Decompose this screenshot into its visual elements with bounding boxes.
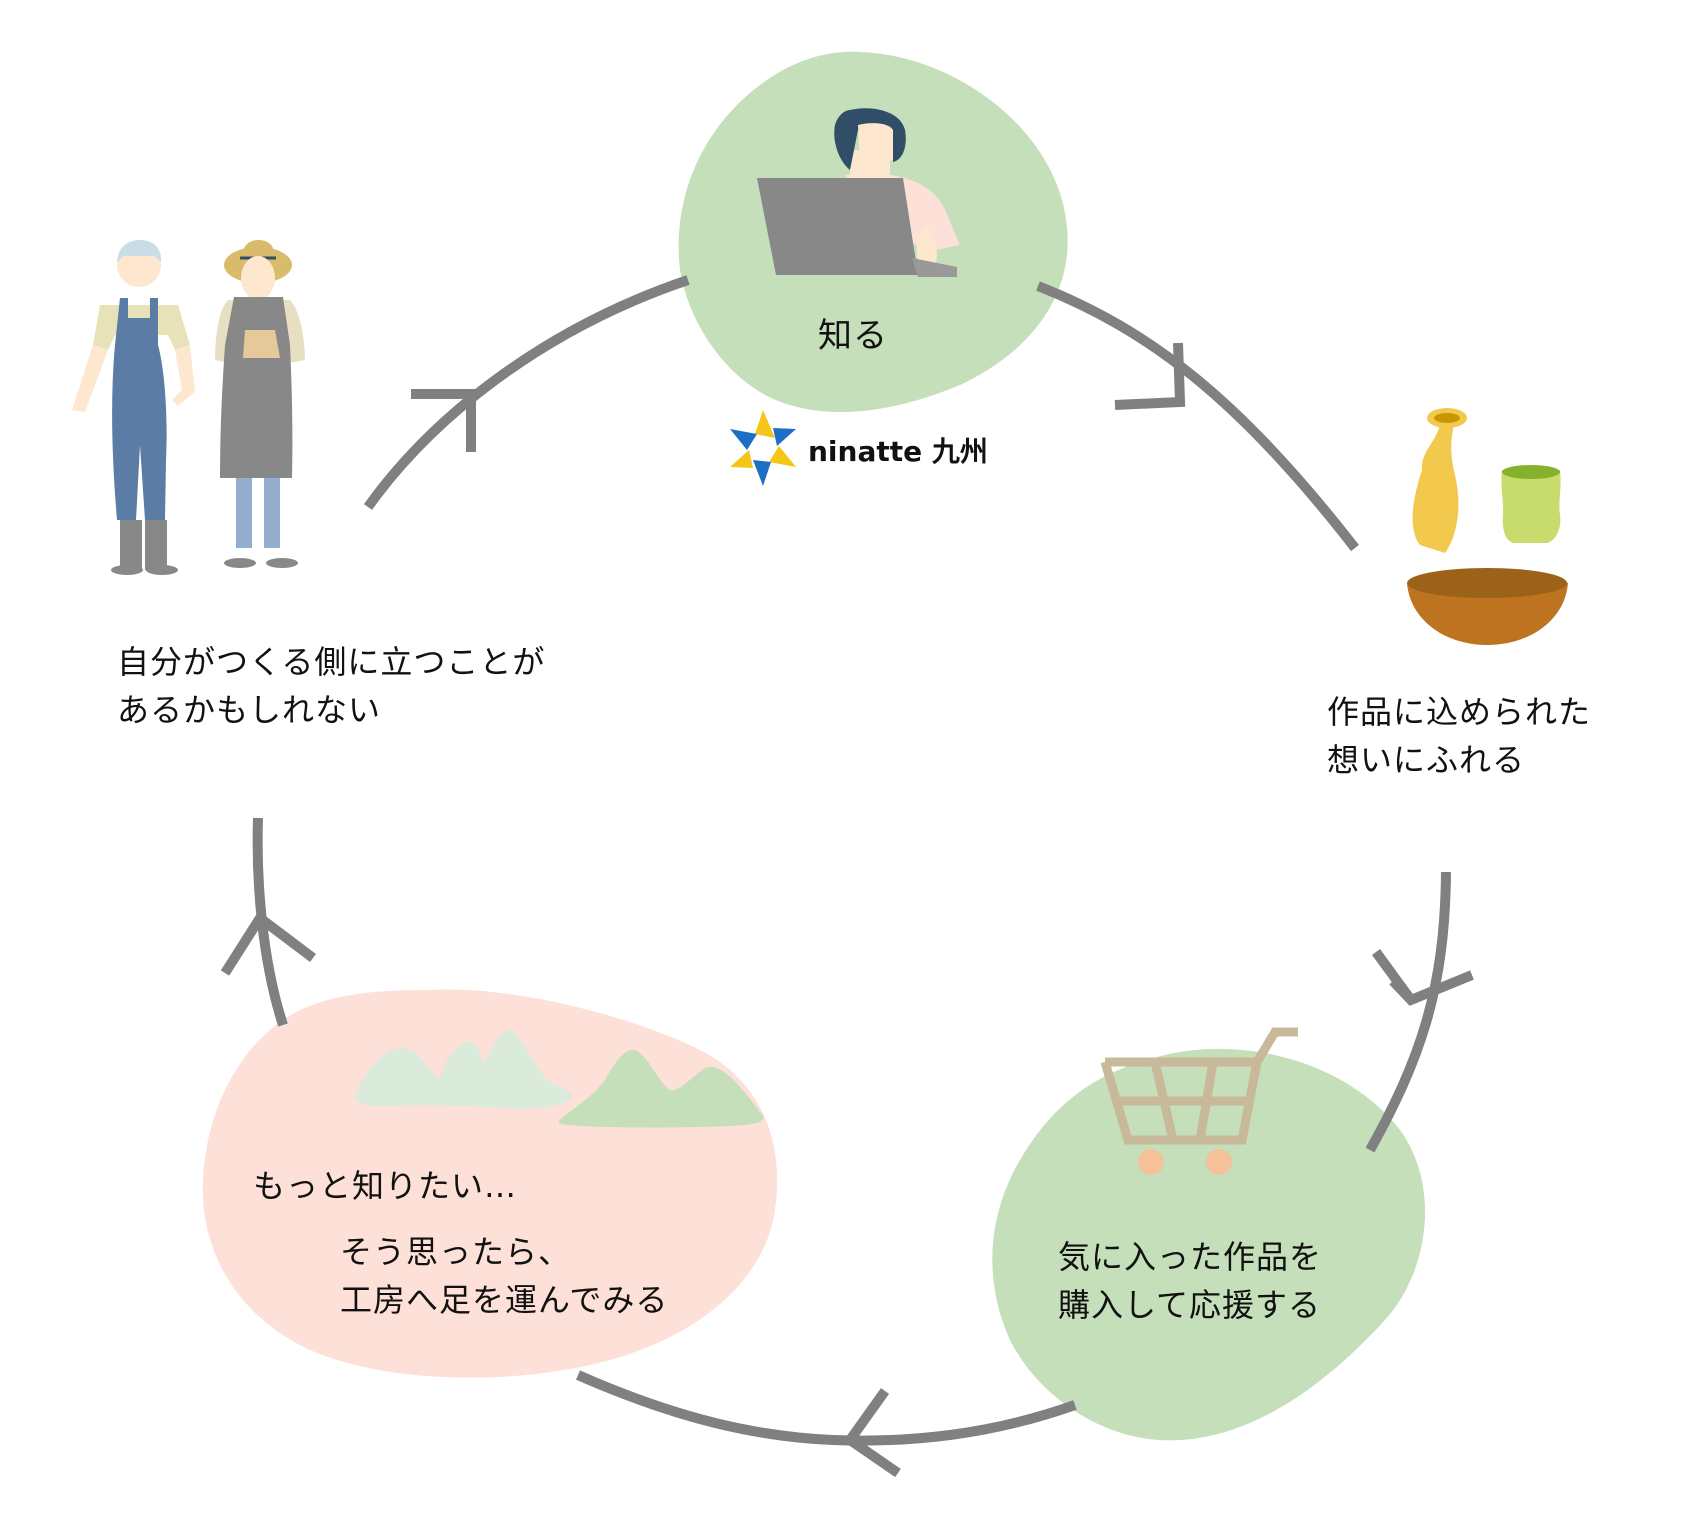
arc-feel-to-buy bbox=[1365, 871, 1451, 1153]
arrowhead-buy bbox=[1371, 949, 1474, 1006]
arc-know-to-feel bbox=[1036, 281, 1359, 552]
ninatte-star-logo-icon bbox=[730, 410, 796, 486]
blob-buy bbox=[992, 1048, 1426, 1441]
arrowhead-know bbox=[411, 389, 476, 452]
step-feel-line-2: 想いにふれる bbox=[1327, 741, 1526, 779]
step-know-label: 知る bbox=[818, 316, 888, 356]
step-visit-intro: もっと知りたい… bbox=[253, 1167, 518, 1205]
arrowhead-visit bbox=[842, 1388, 901, 1478]
step-visit-line-1: そう思ったら、 bbox=[340, 1233, 572, 1271]
step-buy-line-2: 購入して応援する bbox=[1058, 1286, 1322, 1324]
step-make-line-2: あるかもしれない bbox=[117, 691, 382, 729]
pottery-icon bbox=[1407, 408, 1568, 645]
mountains-icon bbox=[355, 1030, 764, 1128]
step-buy-line-1: 気に入った作品を bbox=[1058, 1238, 1323, 1276]
craftspeople-icon bbox=[72, 240, 305, 575]
step-visit-line-2: 工房へ足を運んでみる bbox=[340, 1281, 669, 1319]
arrowhead-make bbox=[220, 910, 317, 976]
step-make-line-1: 自分がつくる側に立つことが bbox=[117, 643, 546, 681]
person-with-laptop-icon bbox=[757, 108, 960, 277]
arc-make-to-know bbox=[363, 275, 690, 510]
cycle-arrows bbox=[220, 275, 1474, 1478]
step-feel-line-1: 作品に込められた bbox=[1327, 693, 1592, 731]
shopping-cart-icon bbox=[1100, 1027, 1298, 1175]
ninatte-logo-text: ninatte 九州 bbox=[808, 435, 988, 468]
arc-buy-to-visit bbox=[575, 1370, 1077, 1446]
arrowhead-feel bbox=[1114, 342, 1186, 410]
